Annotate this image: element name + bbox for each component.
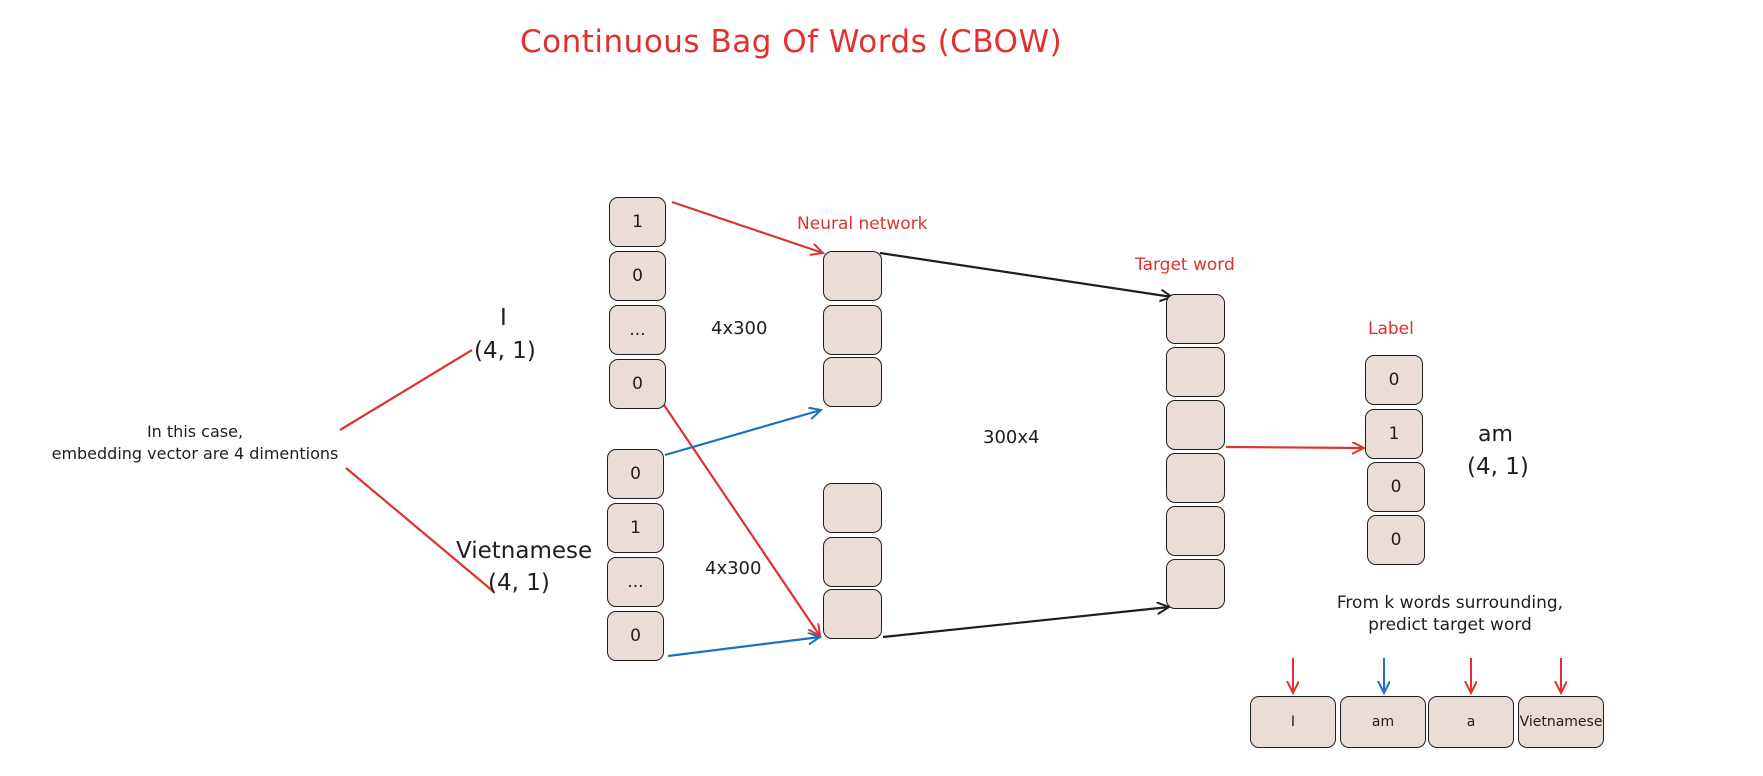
output-word: am [1478,422,1513,447]
label-heading: Label [1368,319,1414,339]
hidden-cell [823,357,882,407]
weight-label-1: 4x300 [711,318,768,339]
hidden-cell [823,589,882,639]
note-line-2: embedding vector are 4 dimentions [51,444,339,463]
target-cell [1166,400,1225,450]
note-to-word2-line [345,467,495,593]
v2-bottom-to-nn2-arrow [667,637,820,658]
nn1-to-target-arrow [879,251,1172,297]
note-line-1: In this case, [146,422,244,441]
vector2-cell: 1 [607,503,664,553]
vector2-cell: ... [607,557,664,607]
output-shape: (4, 1) [1467,454,1529,480]
sentence-word: I [1250,696,1336,748]
sentence-word: am [1340,696,1426,748]
vector1-cell: 1 [609,197,666,247]
target-cell [1166,559,1225,609]
label-cell: 0 [1365,355,1423,405]
embedding-note: In this case, embedding vector are 4 dim… [40,421,350,465]
target-cell [1166,506,1225,556]
note-to-word1-line [339,349,473,431]
label-cell: 1 [1365,409,1423,459]
word2-shape: (4, 1) [488,570,550,596]
target-cell [1166,347,1225,397]
neural-network-label: Neural network [797,214,928,234]
target-to-label-arrow [1225,447,1364,448]
weight-label-2: 4x300 [705,558,762,579]
word1-shape: (4, 1) [474,338,536,364]
weight-label-3: 300x4 [983,427,1040,448]
word2-label: Vietnamese [456,538,593,564]
vector1-cell: ... [609,305,666,355]
caption-line-1: From k words surrounding, [1336,593,1564,613]
sentence-word: a [1428,696,1514,748]
word1-label: I [500,305,507,331]
vector1-cell: 0 [609,251,666,301]
diagram-title: Continuous Bag Of Words (CBOW) [520,24,1063,60]
hidden-cell [823,483,882,533]
caption-line-2: predict target word [1368,615,1532,635]
vector1-cell: 0 [609,359,666,409]
v1-bottom-to-nn2-arrow [663,404,820,636]
target-word-label: Target word [1135,255,1235,275]
caption: From k words surrounding, predict target… [1320,592,1580,636]
hidden-cell [823,305,882,355]
hidden-cell [823,251,882,301]
nn2-to-target-arrow [882,607,1169,639]
hidden-cell [823,537,882,587]
sentence-word: Vietnamese [1518,696,1604,748]
vector2-cell: 0 [607,611,664,661]
v1-top-to-nn1-arrow [671,200,823,253]
v2-top-to-nn1-arrow [664,410,821,457]
vector2-cell: 0 [607,449,664,499]
label-cell: 0 [1367,515,1425,565]
label-cell: 0 [1367,462,1425,512]
target-cell [1166,453,1225,503]
target-cell [1166,294,1225,344]
